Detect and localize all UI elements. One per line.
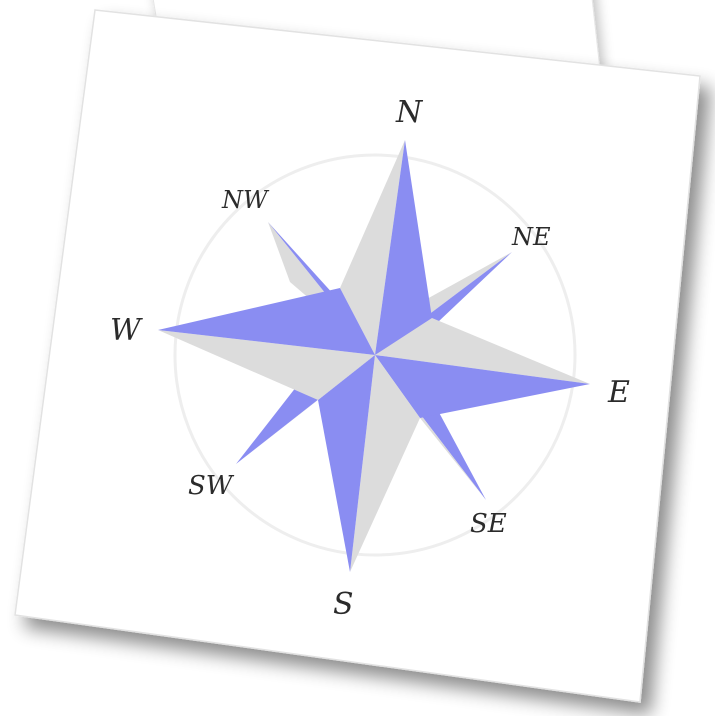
label-nw: NW xyxy=(221,186,270,214)
label-ne: NE xyxy=(511,223,551,251)
label-e: E xyxy=(607,375,630,410)
label-w: W xyxy=(110,313,143,348)
label-sw: SW xyxy=(188,471,235,501)
label-s: S xyxy=(333,587,354,622)
label-se: SE xyxy=(470,509,507,539)
label-n: N xyxy=(395,95,424,130)
